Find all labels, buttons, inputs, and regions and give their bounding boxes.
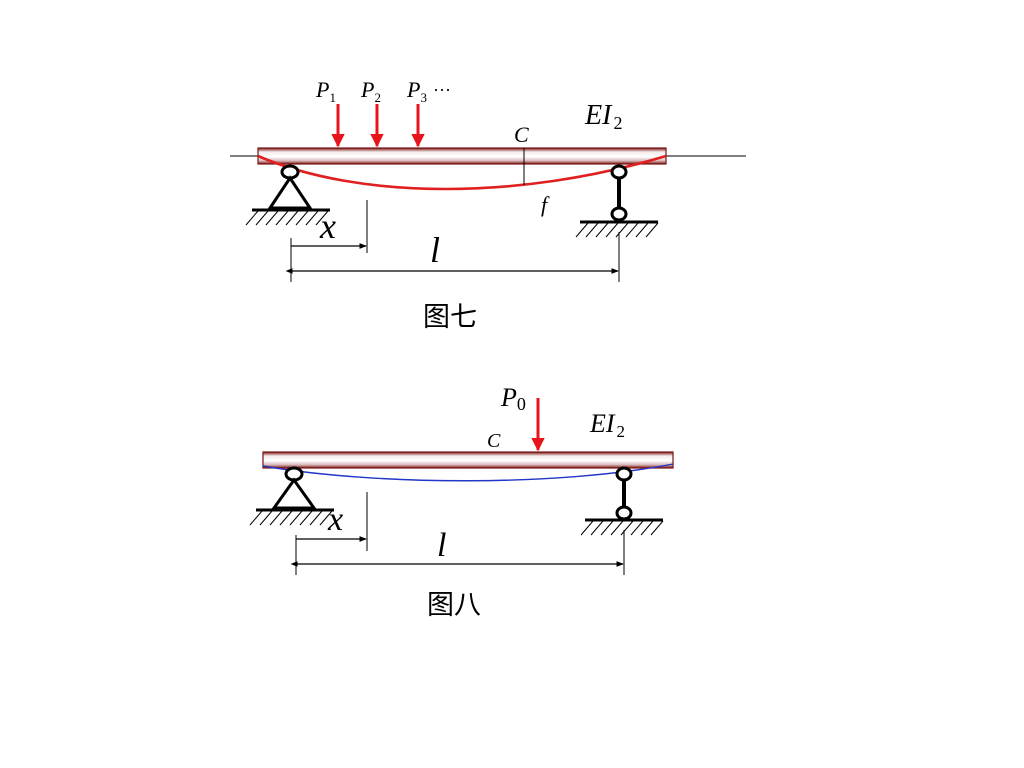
span-label: l xyxy=(437,527,446,564)
load-label-p0: P0 xyxy=(500,383,526,414)
figure-caption: 图八 xyxy=(427,590,481,621)
point-c-label: C xyxy=(514,122,529,147)
roller-support xyxy=(575,164,659,238)
pin-support xyxy=(245,164,330,226)
load-ellipsis: ··· xyxy=(433,80,451,100)
x-label: x xyxy=(319,206,336,246)
figure-caption: 图七 xyxy=(423,302,477,333)
span-label: l xyxy=(430,230,440,270)
roller-support xyxy=(580,466,664,536)
beam xyxy=(262,451,674,469)
load-label-p1: P1 xyxy=(315,77,336,105)
load-label-p2: P2 xyxy=(360,77,381,105)
deflection-label: f xyxy=(541,192,550,217)
pin-support xyxy=(249,466,334,526)
deflection-curve xyxy=(257,154,667,191)
point-c-label: C xyxy=(487,430,501,452)
x-label: x xyxy=(327,501,343,538)
load-label-p3: P3 xyxy=(406,77,427,105)
beam xyxy=(257,147,667,165)
